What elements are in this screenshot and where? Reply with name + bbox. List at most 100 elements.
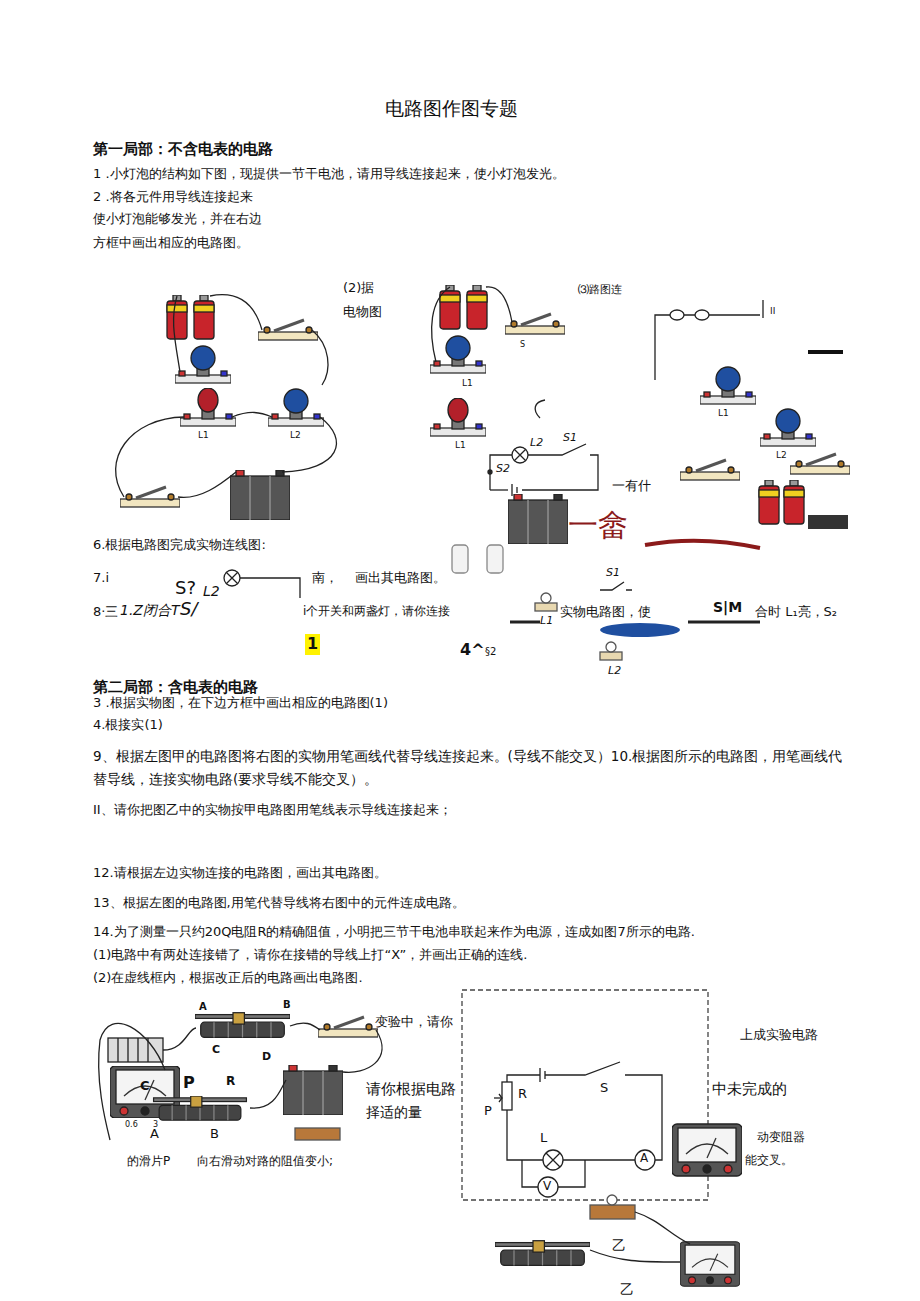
circuit-diagram-small-part <box>488 470 492 474</box>
experiment-photo-14-part <box>318 1017 378 1037</box>
text-label: L2 <box>203 582 220 600</box>
circuit-diagram-14-part <box>558 1160 585 1187</box>
circuit-symbols-78-part <box>600 623 680 637</box>
text-label: S2 <box>496 462 510 476</box>
text-label: 中未完成的 <box>712 1080 787 1100</box>
circuit-diagram-14-part <box>563 1159 635 1160</box>
circuit-diagram-14-part <box>546 1153 560 1167</box>
circuit-diagram-small-part <box>522 444 598 490</box>
circuit-diagram-14-part <box>499 1094 502 1102</box>
text-label: 1.Z闭合T <box>120 601 180 619</box>
circuit-photo-3-part <box>680 460 740 480</box>
circuit-diagram-small-part <box>514 449 526 461</box>
circuit-diagram-14 <box>462 990 742 1200</box>
circuit-photo-3-part <box>655 315 760 380</box>
circuit-symbols-78-part <box>535 603 557 611</box>
text-label: i个开关和两盏灯，请你连接 <box>303 604 450 620</box>
text-label: C <box>140 1078 150 1095</box>
text-label: L1 <box>462 378 473 390</box>
text-label: 第二局部：含电表的电路 <box>93 678 258 698</box>
text-label: 1 <box>305 634 320 655</box>
text-label: 9、根据左图甲的电路图将右图的实物用笔画线代替导线连接起来。(导线不能交叉）10… <box>93 745 853 791</box>
text-label: 第一局部：不含电表的电路 <box>93 140 273 160</box>
circuit-photo-1-part <box>258 320 318 340</box>
circuit-photo-2-part <box>432 287 450 362</box>
circuit-photo-1-part <box>178 472 236 497</box>
circuit-photo-3-part <box>762 300 763 318</box>
text-label: 0.6 <box>125 1120 138 1130</box>
text-label: C <box>212 1043 220 1057</box>
text-label: 使小灯泡能够发光，并在右边 <box>93 211 262 228</box>
circuit-photo-1-part <box>282 417 336 472</box>
experiment-photo-bottom-part <box>495 1241 590 1266</box>
page-title: 电路图作图专题 <box>385 96 518 121</box>
text-label: 6.根据电路图完成实物连线图: <box>93 537 266 554</box>
text-label: L2 <box>776 450 787 462</box>
text-label: 电物图 <box>343 304 382 321</box>
text-label: S/ <box>180 597 198 620</box>
circuit-photo-1-part <box>268 389 324 426</box>
circuit-photo-2-part <box>508 494 568 544</box>
text-label: S <box>520 340 525 350</box>
text-label: (2)据 <box>343 280 374 297</box>
circuit-photo-2-part <box>535 400 545 418</box>
experiment-photo-14-part <box>99 1023 165 1140</box>
circuit-symbols-78-part <box>541 593 551 603</box>
circuit-photo-1-part <box>230 470 290 520</box>
text-label: 合时 L₁亮，S₂ <box>755 604 837 621</box>
text-label: L2 <box>608 664 621 678</box>
circuit-photo-2-part <box>440 285 460 329</box>
text-label: L2 <box>530 436 543 450</box>
circuit-symbols-78 <box>224 545 760 660</box>
circuit-photo-3-part <box>695 310 709 320</box>
circuit-photo-1-part <box>194 295 214 339</box>
text-label: R <box>518 1086 527 1103</box>
experiment-photo-bottom-part <box>590 1205 635 1219</box>
circuit-photo-2-part <box>430 398 486 436</box>
circuit-diagram-14-part <box>538 1177 558 1197</box>
text-label: 的滑片P <box>127 1154 170 1170</box>
circuit-photo-1-part <box>210 295 262 330</box>
circuit-photo-1-part <box>120 487 180 507</box>
circuit-symbols-78-part <box>226 572 238 584</box>
text-label: V <box>543 1179 551 1195</box>
circuit-diagram-small-part <box>512 447 528 463</box>
text-label: S1 <box>606 566 620 580</box>
text-label: 13、根据左图的电路图,用笔代替导线将右图中的元件连成电路。 <box>93 895 465 912</box>
text-label: 7.i <box>93 570 109 587</box>
text-label: S1 <box>563 431 577 445</box>
text-label: 乙 <box>612 1236 626 1254</box>
text-label: 上成实验电路 <box>740 1027 818 1044</box>
text-label: 南， <box>312 570 338 587</box>
text-label: 方框中画出相应的电路图。 <box>93 235 249 252</box>
text-label: L1 <box>198 430 209 442</box>
experiment-photo-14-part <box>163 1028 196 1050</box>
text-label: S|M <box>713 598 742 616</box>
circuit-diagram-14-part <box>494 1097 501 1098</box>
circuit-photo-1 <box>116 295 337 520</box>
circuit-photo-1-part <box>312 330 328 385</box>
experiment-photo-bottom-part <box>635 1212 690 1244</box>
circuit-diagram-14-part <box>635 1150 655 1170</box>
experiment-photo-14 <box>99 1013 382 1140</box>
circuit-photo-3-part <box>784 480 804 524</box>
circuit-symbols-78-part <box>224 570 240 586</box>
circuit-photo-3-part <box>700 367 756 404</box>
circuit-symbols-78-part <box>606 642 616 652</box>
experiment-photo-14-part <box>154 1096 247 1120</box>
circuit-diagram-14-part <box>462 990 708 1200</box>
circuit-photo-1-part <box>175 346 231 383</box>
text-label: L1 <box>540 614 553 628</box>
experiment-photo-bottom-part <box>680 1242 740 1287</box>
text-label: 12.请根据左边实物连接的电路图，画出其电路图。 <box>93 865 387 882</box>
text-label: 能交叉。 <box>745 1153 793 1169</box>
text-label: (2)在虚线框内，根据改正后的电路画出电路图. <box>93 970 363 987</box>
experiment-photo-14-part <box>290 1023 320 1030</box>
circuit-photo-3-part <box>760 409 816 446</box>
circuit-diagram-14-part <box>655 1148 662 1160</box>
circuit-photo-1-part <box>174 296 180 372</box>
circuit-diagram-small-part <box>512 484 517 496</box>
circuit-diagram-14-part <box>522 1160 538 1187</box>
experiment-photo-14-part <box>195 1013 290 1038</box>
